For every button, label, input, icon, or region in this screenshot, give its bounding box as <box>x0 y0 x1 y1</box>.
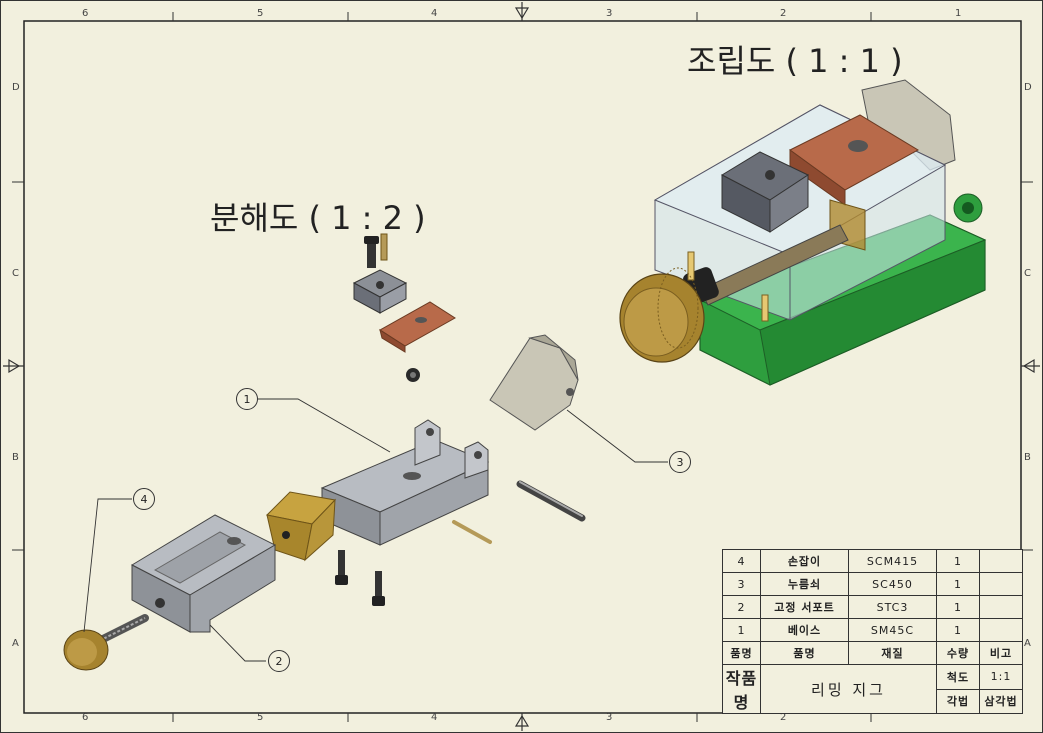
bom-qty: 1 <box>936 572 980 596</box>
bom-note <box>979 618 1023 642</box>
exploded-rod <box>516 480 586 522</box>
bom-material: STC3 <box>848 595 937 619</box>
bom-note <box>979 549 1023 573</box>
bom-no: 2 <box>722 595 761 619</box>
header-qty: 수량 <box>936 641 980 665</box>
table-row: 4 손잡이 SCM415 1 <box>722 549 1023 573</box>
title-block-row-1: 작품명 리밍 지그 척도 1:1 <box>722 664 1023 714</box>
balloon-1: 1 <box>236 388 258 410</box>
header-name: 품명 <box>760 641 849 665</box>
bom-name: 손잡이 <box>760 549 849 573</box>
balloon-2: 2 <box>268 650 290 672</box>
table-row: 3 누름쇠 SC450 1 <box>722 572 1023 596</box>
bom-qty: 1 <box>936 618 980 642</box>
scale-value: 1:1 <box>979 664 1023 690</box>
zone-row-a-right: A <box>1024 638 1031 649</box>
exploded-bolt-top <box>367 240 376 268</box>
bom-no: 1 <box>722 618 761 642</box>
zone-col-1-top: 1 <box>955 8 962 19</box>
exploded-title: 분해도 ( 1 : 2 ) <box>210 199 426 237</box>
zone-col-4-bottom: 4 <box>431 712 438 723</box>
header-note: 비고 <box>979 641 1023 665</box>
zone-col-6-top: 6 <box>82 8 89 19</box>
zone-row-d-left: D <box>12 82 20 93</box>
header-no: 품명 <box>722 641 761 665</box>
bom-header-row: 품명 품명 재질 수량 비고 <box>722 641 1023 665</box>
parts-list-table: 4 손잡이 SCM415 1 3 누름쇠 SC450 1 2 고정 서포트 ST… <box>722 549 1023 714</box>
bom-name: 베이스 <box>760 618 849 642</box>
zone-col-6-bottom: 6 <box>82 712 89 723</box>
zone-col-2-top: 2 <box>780 8 787 19</box>
assembly-title: 조립도 ( 1 : 1 ) <box>687 42 903 80</box>
title-block-row-2: 각법 삼각법 <box>723 688 1023 714</box>
table-row: 1 베이스 SM45C 1 <box>722 618 1023 642</box>
zone-row-c-left: C <box>12 268 19 279</box>
zone-col-5-top: 5 <box>257 8 264 19</box>
zone-ticks <box>12 12 1033 722</box>
zone-col-3-bottom: 3 <box>606 712 613 723</box>
zone-row-b-left: B <box>12 452 19 463</box>
zone-row-a-left: A <box>12 638 19 649</box>
bom-note <box>979 572 1023 596</box>
bom-qty: 1 <box>936 549 980 573</box>
zone-row-d-right: D <box>1024 82 1032 93</box>
zone-col-2-bottom: 2 <box>780 712 787 723</box>
bom-material: SM45C <box>848 618 937 642</box>
bom-qty: 1 <box>936 595 980 619</box>
zone-row-b-right: B <box>1024 452 1031 463</box>
bom-name: 고정 서포트 <box>760 595 849 619</box>
leader-lines <box>83 398 668 662</box>
zone-row-c-right: C <box>1024 268 1031 279</box>
projection-label: 각법 <box>936 688 980 714</box>
exploded-view <box>63 233 586 671</box>
balloon-3: 3 <box>669 451 691 473</box>
bom-note <box>979 595 1023 619</box>
zone-col-4-top: 4 <box>431 8 438 19</box>
centering-marks <box>3 2 1040 731</box>
assembly-view <box>619 79 987 386</box>
balloon-4: 4 <box>133 488 155 510</box>
zone-col-5-bottom: 5 <box>257 712 264 723</box>
zone-col-3-top: 3 <box>606 8 613 19</box>
bom-material: SC450 <box>848 572 937 596</box>
bom-no: 4 <box>722 549 761 573</box>
scale-label: 척도 <box>936 664 980 690</box>
header-material: 재질 <box>848 641 937 665</box>
bom-name: 누름쇠 <box>760 572 849 596</box>
bom-material: SCM415 <box>848 549 937 573</box>
table-row: 2 고정 서포트 STC3 1 <box>722 595 1023 619</box>
part-name: 리밍 지그 <box>760 664 937 714</box>
bom-no: 3 <box>722 572 761 596</box>
projection-value: 삼각법 <box>979 688 1023 714</box>
part-label: 작품명 <box>722 664 761 714</box>
